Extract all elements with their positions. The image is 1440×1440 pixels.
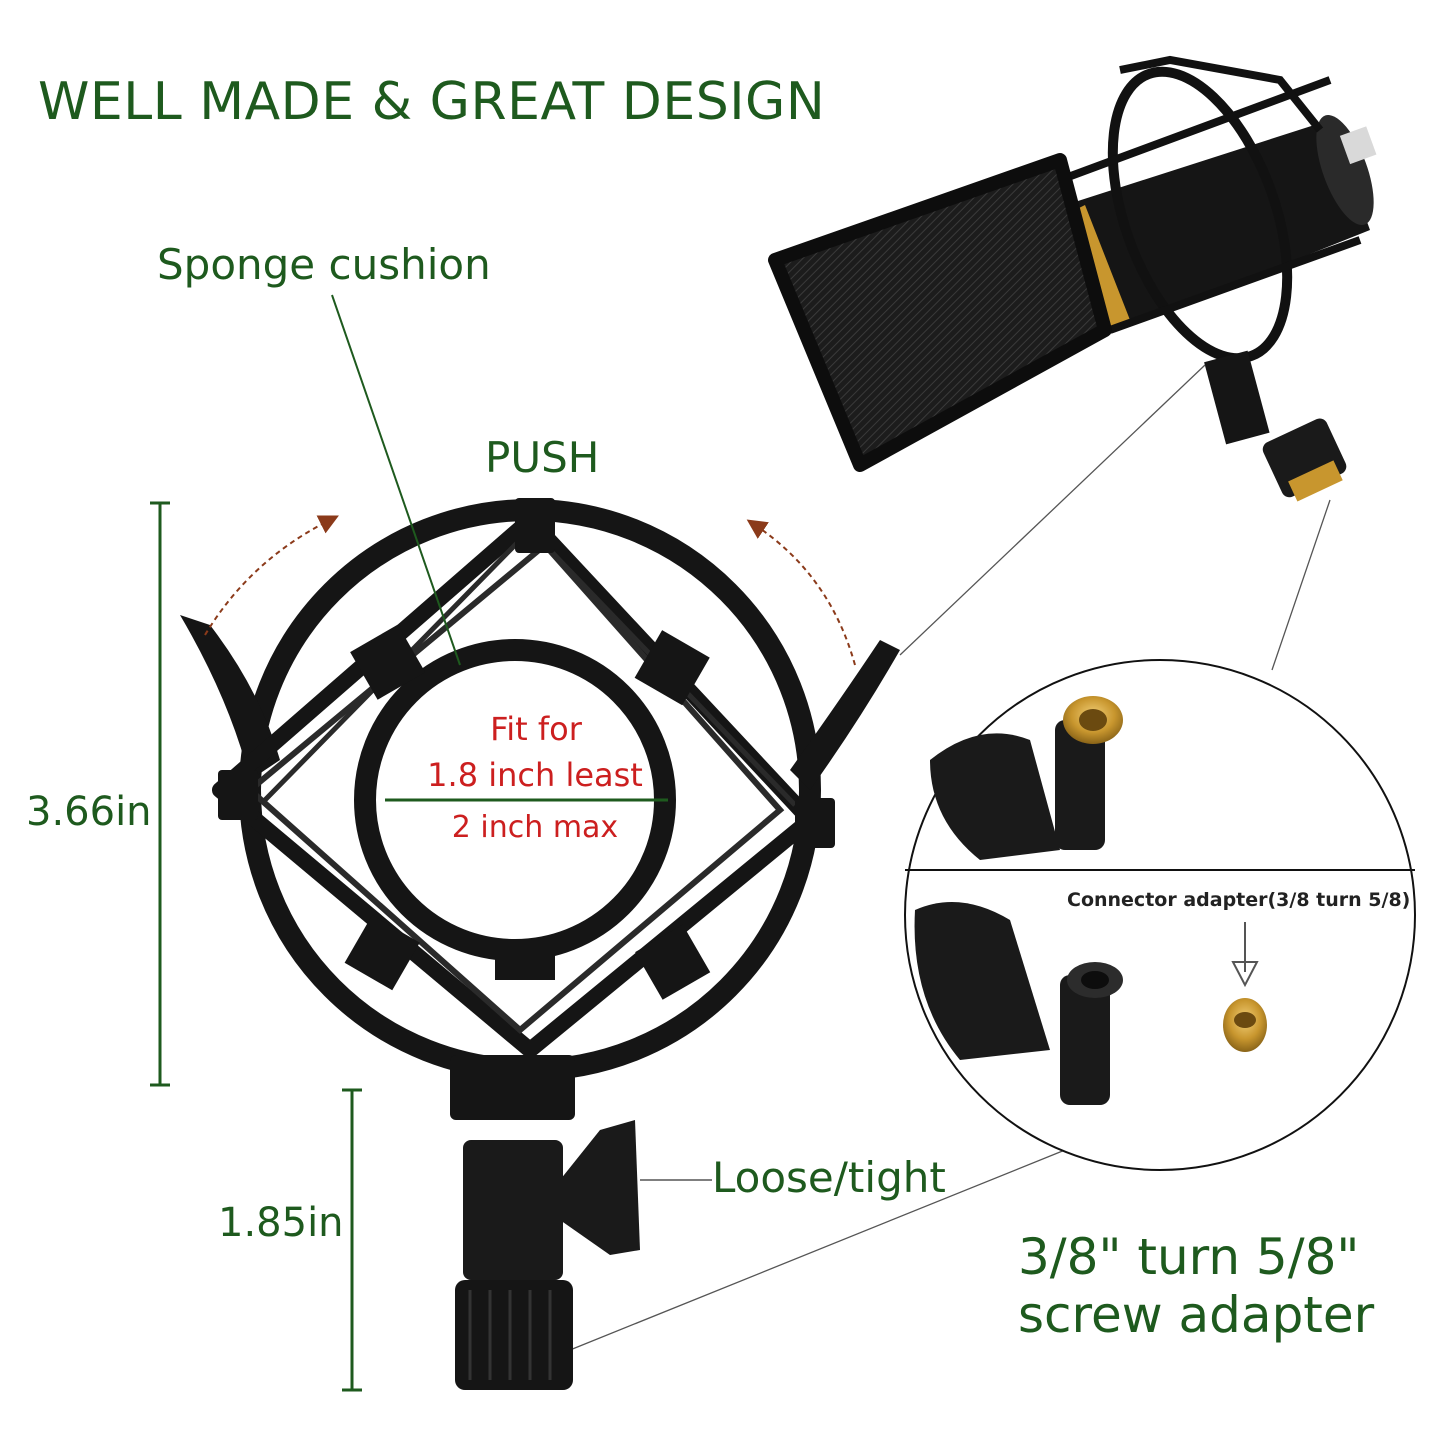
push-arrow-left-icon — [204, 515, 339, 636]
callout-line — [569, 1149, 1066, 1351]
callout-line — [899, 364, 1206, 656]
fit-label-line3: 2 inch max — [451, 810, 619, 845]
callout-line — [1271, 499, 1331, 671]
down-arrow-icon — [1231, 922, 1259, 988]
dimension-line-total — [150, 501, 170, 1087]
brass-adapter-icon — [1223, 998, 1267, 1052]
loose-tight-label: Loose/tight — [712, 1153, 946, 1202]
dimension-line-mount — [342, 1088, 362, 1392]
fit-label-line1: Fit for — [490, 710, 582, 748]
shock-mount-illustration — [180, 498, 900, 1390]
height-total-label: 3.66in — [26, 789, 152, 835]
adapter-caption-line1: 3/8" turn 5/8" — [1018, 1228, 1360, 1286]
adapter-detail-illustration — [904, 659, 1416, 1171]
adapter-caption-line2: screw adapter — [1018, 1286, 1375, 1344]
sponge-cushion-label: Sponge cushion — [157, 240, 491, 289]
sponge-pointer-line — [331, 294, 461, 666]
push-arrow-right-icon — [746, 519, 856, 666]
page-title: WELL MADE & GREAT DESIGN — [38, 72, 826, 132]
fit-label-line2: 1.8 inch least — [427, 756, 643, 794]
connector-adapter-label: Connector adapter(3/8 turn 5/8) — [1067, 889, 1411, 911]
microphone-illustration — [768, 55, 1377, 502]
push-label: PUSH — [485, 433, 600, 482]
adapter-caption: 3/8" turn 5/8" screw adapter — [1018, 1228, 1374, 1344]
height-mount-label: 1.85in — [218, 1200, 344, 1246]
